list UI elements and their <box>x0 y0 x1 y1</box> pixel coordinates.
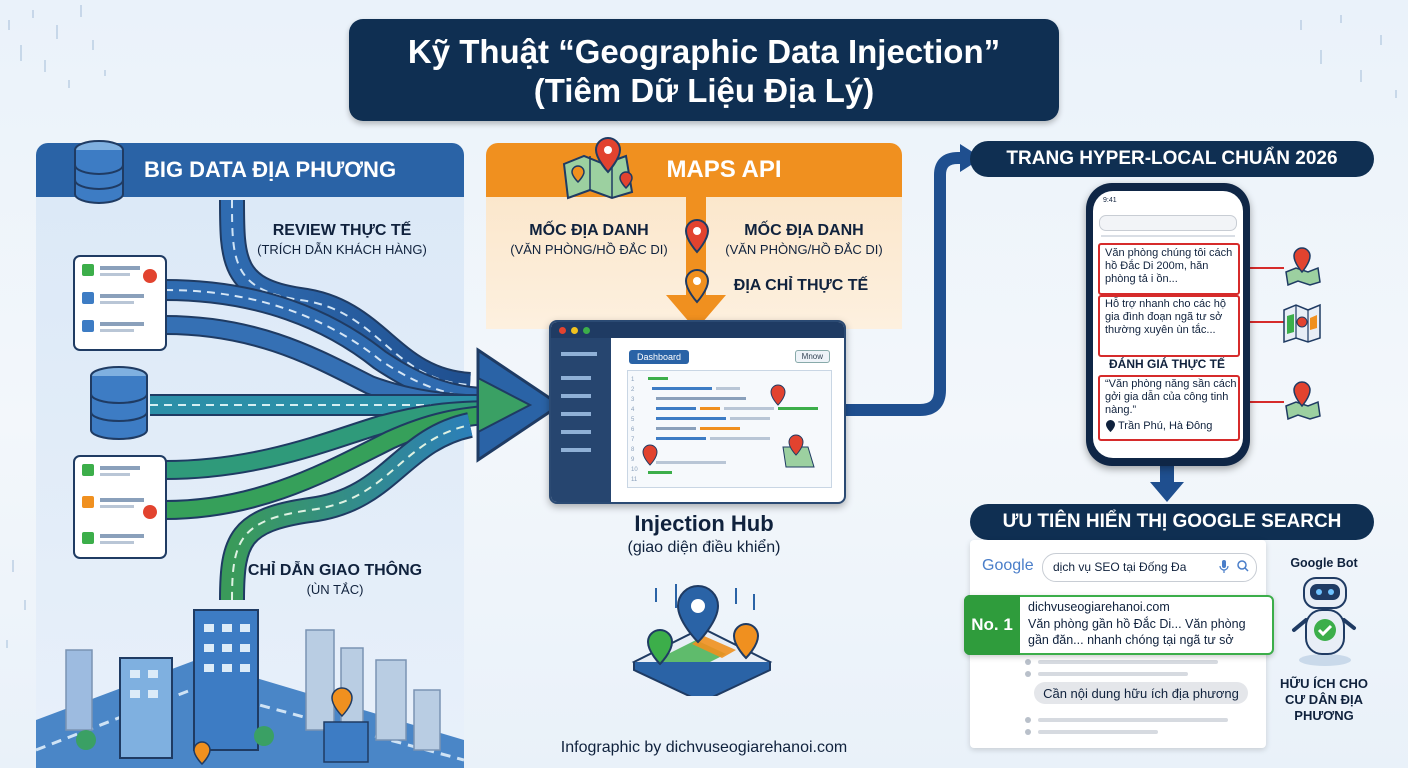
url-bar[interactable] <box>1099 215 1237 231</box>
search-icon[interactable] <box>1237 560 1249 572</box>
result-snippet: Văn phòng gần hồ Đắc Di... Văn phòng gần… <box>1028 617 1246 647</box>
landmark-left-sublabel: (VĂN PHÒNG/HỒ ĐẮC DI) <box>510 242 668 257</box>
top-search-result[interactable]: No. 1 dichvuseogiarehanoi.com Văn phòng … <box>964 595 1274 655</box>
svg-text:3: 3 <box>631 397 635 403</box>
svg-text:2: 2 <box>631 387 635 393</box>
database-icon <box>74 140 124 204</box>
hub-subtitle: (giao diện điều khiển) <box>627 539 781 556</box>
svg-text:9: 9 <box>631 457 635 463</box>
traffic-label: CHỈ DẪN GIAO THÔNG <box>247 562 423 579</box>
svg-text:4: 4 <box>631 407 635 413</box>
microphone-icon[interactable] <box>1219 560 1229 574</box>
database-icon <box>90 366 148 440</box>
real-address-label: ĐỊA CHỈ THỰC TẾ <box>733 277 869 294</box>
result-placeholder-lines <box>1025 717 1228 735</box>
rank-badge: No. 1 <box>964 595 1020 655</box>
robot-icon <box>1292 577 1356 666</box>
landmark-right-label: MỐC ĐỊA DANH <box>744 222 864 239</box>
injection-hub-dashboard[interactable]: Dashboard Mnow 1 2 3 4 5 6 7 8 9 10 11 <box>549 320 846 504</box>
review-location-text: Trần Phú, Hà Đông <box>1118 420 1213 432</box>
svg-text:5: 5 <box>631 417 635 423</box>
divider <box>1101 235 1235 237</box>
map-pin-icon <box>1285 247 1321 286</box>
result-url[interactable]: dichvuseogiarehanoi.com <box>1028 600 1170 614</box>
dashboard-sidebar <box>551 338 611 502</box>
svg-text:1: 1 <box>631 377 635 383</box>
highlight-box <box>1098 295 1240 357</box>
google-bot-caption: HỮU ÍCH CHO CƯ DÂN ĐỊA PHƯƠNG <box>1279 676 1369 723</box>
map-icon <box>1283 303 1321 344</box>
location-pin-icon <box>1106 420 1115 432</box>
hub-title: Injection Hub <box>634 511 774 536</box>
code-editor: 1 2 3 4 5 6 7 8 9 10 11 <box>627 370 832 488</box>
phone-mockup: 9:41 <box>1086 183 1250 466</box>
google-bot-label: Google Bot <box>1290 556 1358 570</box>
search-query: dịch vụ SEO tại Đống Đa <box>1053 560 1187 574</box>
review-document-icon <box>73 255 167 351</box>
result-placeholder-lines <box>1025 659 1218 677</box>
maps-api-header: MAPS API <box>486 143 902 197</box>
review-heading: ĐÁNH GIÁ THỰC TẾ <box>1109 357 1225 371</box>
hyper-local-header: TRANG HYPER-LOCAL CHUẨN 2026 <box>970 141 1374 177</box>
highlight-box <box>1098 375 1240 441</box>
city-illustration <box>36 609 464 768</box>
landmark-right-sublabel: (VĂN PHÒNG/HỒ ĐẮC DI) <box>725 242 883 257</box>
map-pin-icon <box>1285 381 1321 420</box>
svg-text:11: 11 <box>631 477 638 483</box>
footer-credit: Infographic by dichvuseogiarehanoi.com <box>560 739 848 756</box>
dashboard-select[interactable]: Mnow <box>794 350 830 363</box>
map-pin-icon <box>562 136 634 200</box>
svg-text:10: 10 <box>631 467 638 473</box>
map-pin-icon <box>684 218 710 254</box>
map-pin-icon <box>684 268 710 304</box>
review-label: REVIEW THỰC TẾ <box>272 222 412 239</box>
landmark-left-label: MỐC ĐỊA DANH <box>529 222 649 239</box>
status-time: 9:41 <box>1103 197 1117 204</box>
review-quote: “Văn phòng năng sần cách gởi gia dẫn của… <box>1105 378 1237 416</box>
traffic-sublabel: (ÙN TẮC) <box>306 582 364 597</box>
content-block-2: Hỗ trợ nhanh cho các hộ gia đình đoạn ng… <box>1105 298 1226 336</box>
content-block-1: Văn phòng chúng tôi cách hồ Đắc Di 200m,… <box>1105 247 1233 285</box>
review-sublabel: (TRÍCH DẪN KHÁCH HÀNG) <box>257 242 427 257</box>
review-document-icon <box>73 455 167 559</box>
dashboard-tab[interactable]: Dashboard <box>629 350 690 364</box>
google-logo: Google <box>982 557 1034 574</box>
title-line-2: (Tiêm Dữ Liệu Địa Lý) <box>533 72 875 109</box>
phone-screen[interactable]: 9:41 <box>1093 191 1243 458</box>
map-illustration <box>631 584 773 696</box>
google-search-header: ƯU TIÊN HIỂN THỊ GOOGLE SEARCH <box>970 504 1374 540</box>
dashboard-titlebar <box>551 322 844 338</box>
svg-text:6: 6 <box>631 427 635 433</box>
svg-text:8: 8 <box>631 447 635 453</box>
svg-text:7: 7 <box>631 437 635 443</box>
title-banner: Kỹ Thuật “Geographic Data Injection” (Ti… <box>349 19 1059 121</box>
helpful-content-pill: Cần nội dung hữu ích địa phương <box>1034 682 1248 704</box>
review-location: Trần Phú, Hà Đông <box>1106 420 1212 432</box>
title-line-1: Kỹ Thuật “Geographic Data Injection” <box>407 33 1001 70</box>
search-input[interactable]: dịch vụ SEO tại Đống Đa <box>1042 553 1257 582</box>
highlight-box <box>1098 243 1240 295</box>
